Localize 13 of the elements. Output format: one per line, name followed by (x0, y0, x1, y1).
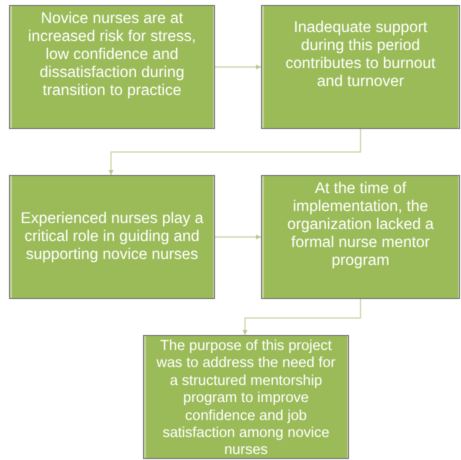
process-box (261, 5, 460, 129)
process-box (9, 175, 215, 299)
box-text: At the time of implementation, the organization lacked a formal nurse mentor program (286, 180, 435, 270)
box-text: Novice nurses are at increased risk for stress, low confidence and dissatisfaction during transition to practice (27, 10, 197, 100)
box-text: Inadequate support during this period contributes to burnout and turnover (284, 19, 436, 91)
connector-arrow (215, 234, 261, 240)
box-text: The purpose of this project was to address the need for a structured mentorship program to improve confidence and job satisfaction among novice nurses (156, 338, 336, 460)
connector-arrow (215, 64, 261, 70)
connector-arrow (242, 299, 362, 335)
process-box (9, 5, 215, 129)
box-text: Experienced nurses play a critical role in guiding and supporting novice nurses (20, 210, 204, 264)
connector-arrow (108, 129, 362, 175)
process-box (261, 175, 460, 299)
